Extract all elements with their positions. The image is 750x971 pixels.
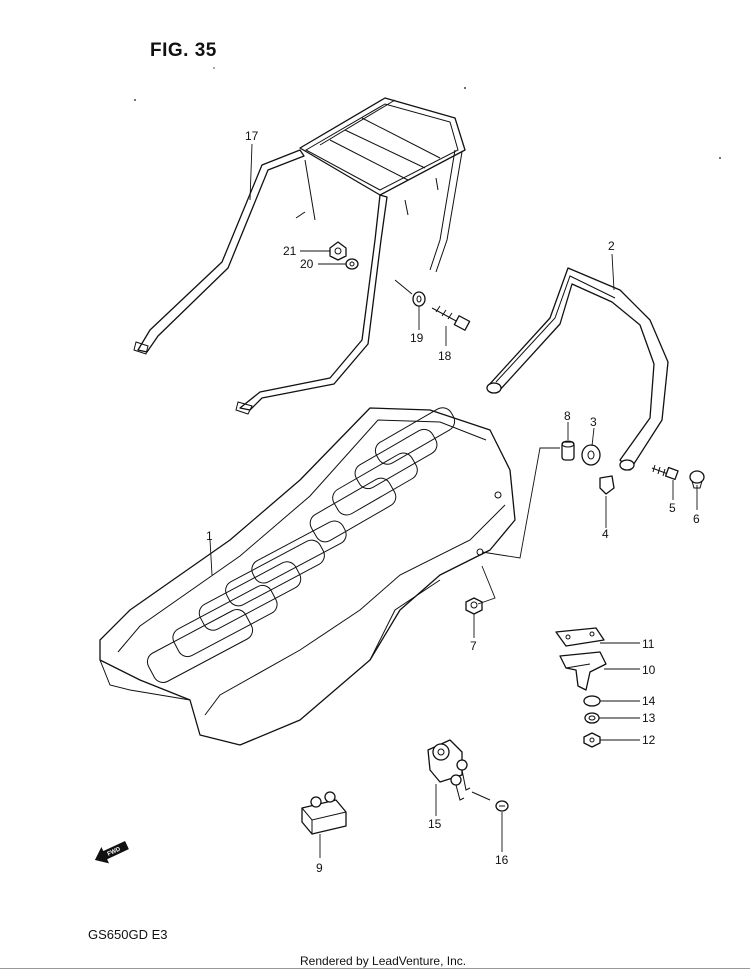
callout-10: 10 bbox=[642, 663, 656, 677]
callout-11: 11 bbox=[642, 637, 655, 651]
key-icon bbox=[450, 759, 471, 801]
callout-6: 6 bbox=[693, 512, 700, 526]
fwd-arrow-icon: FWD bbox=[94, 840, 129, 864]
lock-washer-13[interactable] bbox=[584, 712, 600, 724]
bolt-18[interactable] bbox=[431, 305, 471, 331]
washer-14[interactable] bbox=[583, 695, 601, 707]
callout-8: 8 bbox=[564, 409, 571, 423]
rear-carrier[interactable] bbox=[133, 97, 466, 415]
nut-12[interactable] bbox=[583, 732, 601, 748]
callout-19: 19 bbox=[410, 331, 424, 345]
bottom-rule bbox=[0, 968, 750, 969]
clip-4[interactable] bbox=[599, 475, 615, 495]
leader-lines bbox=[209, 143, 698, 858]
screw-16[interactable] bbox=[471, 791, 509, 812]
seat-lock-15[interactable] bbox=[427, 739, 471, 801]
callout-9: 9 bbox=[316, 861, 323, 875]
callout-13: 13 bbox=[642, 711, 656, 725]
seat-lock-bracket-10[interactable] bbox=[559, 651, 607, 691]
nut-21[interactable] bbox=[329, 241, 347, 261]
callout-4: 4 bbox=[602, 527, 609, 541]
callout-numbers: 17 2 21 20 19 18 8 3 1 4 5 6 7 11 10 14 … bbox=[206, 129, 700, 875]
scan-marks bbox=[134, 67, 721, 159]
callout-3: 3 bbox=[590, 415, 597, 429]
cushion-3[interactable] bbox=[581, 444, 601, 466]
callout-5: 5 bbox=[669, 501, 676, 515]
seat-handle-strap[interactable] bbox=[486, 267, 669, 471]
seat-rear-pad bbox=[309, 407, 456, 543]
callout-15: 15 bbox=[428, 817, 442, 831]
callout-14: 14 bbox=[642, 694, 656, 708]
callout-12: 12 bbox=[642, 733, 656, 747]
callout-16: 16 bbox=[495, 853, 509, 867]
spacer-8[interactable] bbox=[561, 440, 575, 461]
plate-11[interactable] bbox=[555, 627, 605, 647]
washer-20[interactable] bbox=[345, 258, 359, 270]
callout-21: 21 bbox=[283, 244, 297, 258]
callout-7: 7 bbox=[470, 639, 477, 653]
model-code: GS650GD E3 bbox=[88, 927, 168, 942]
callout-18: 18 bbox=[438, 349, 452, 363]
seat-front-pad bbox=[146, 520, 347, 683]
callout-20: 20 bbox=[300, 257, 314, 271]
seat[interactable] bbox=[99, 404, 516, 746]
bolt-5[interactable] bbox=[651, 464, 679, 481]
callout-17: 17 bbox=[245, 129, 259, 143]
fwd-label: FWD bbox=[107, 846, 123, 857]
figure-title: FIG. 35 bbox=[150, 40, 217, 61]
callout-2: 2 bbox=[608, 239, 615, 253]
seat-hook-9[interactable] bbox=[301, 791, 347, 835]
callout-1: 1 bbox=[206, 529, 213, 543]
washer-19[interactable] bbox=[412, 291, 426, 307]
nut-7[interactable] bbox=[465, 597, 483, 615]
footer-credit: Rendered by LeadVenture, Inc. bbox=[300, 954, 467, 968]
